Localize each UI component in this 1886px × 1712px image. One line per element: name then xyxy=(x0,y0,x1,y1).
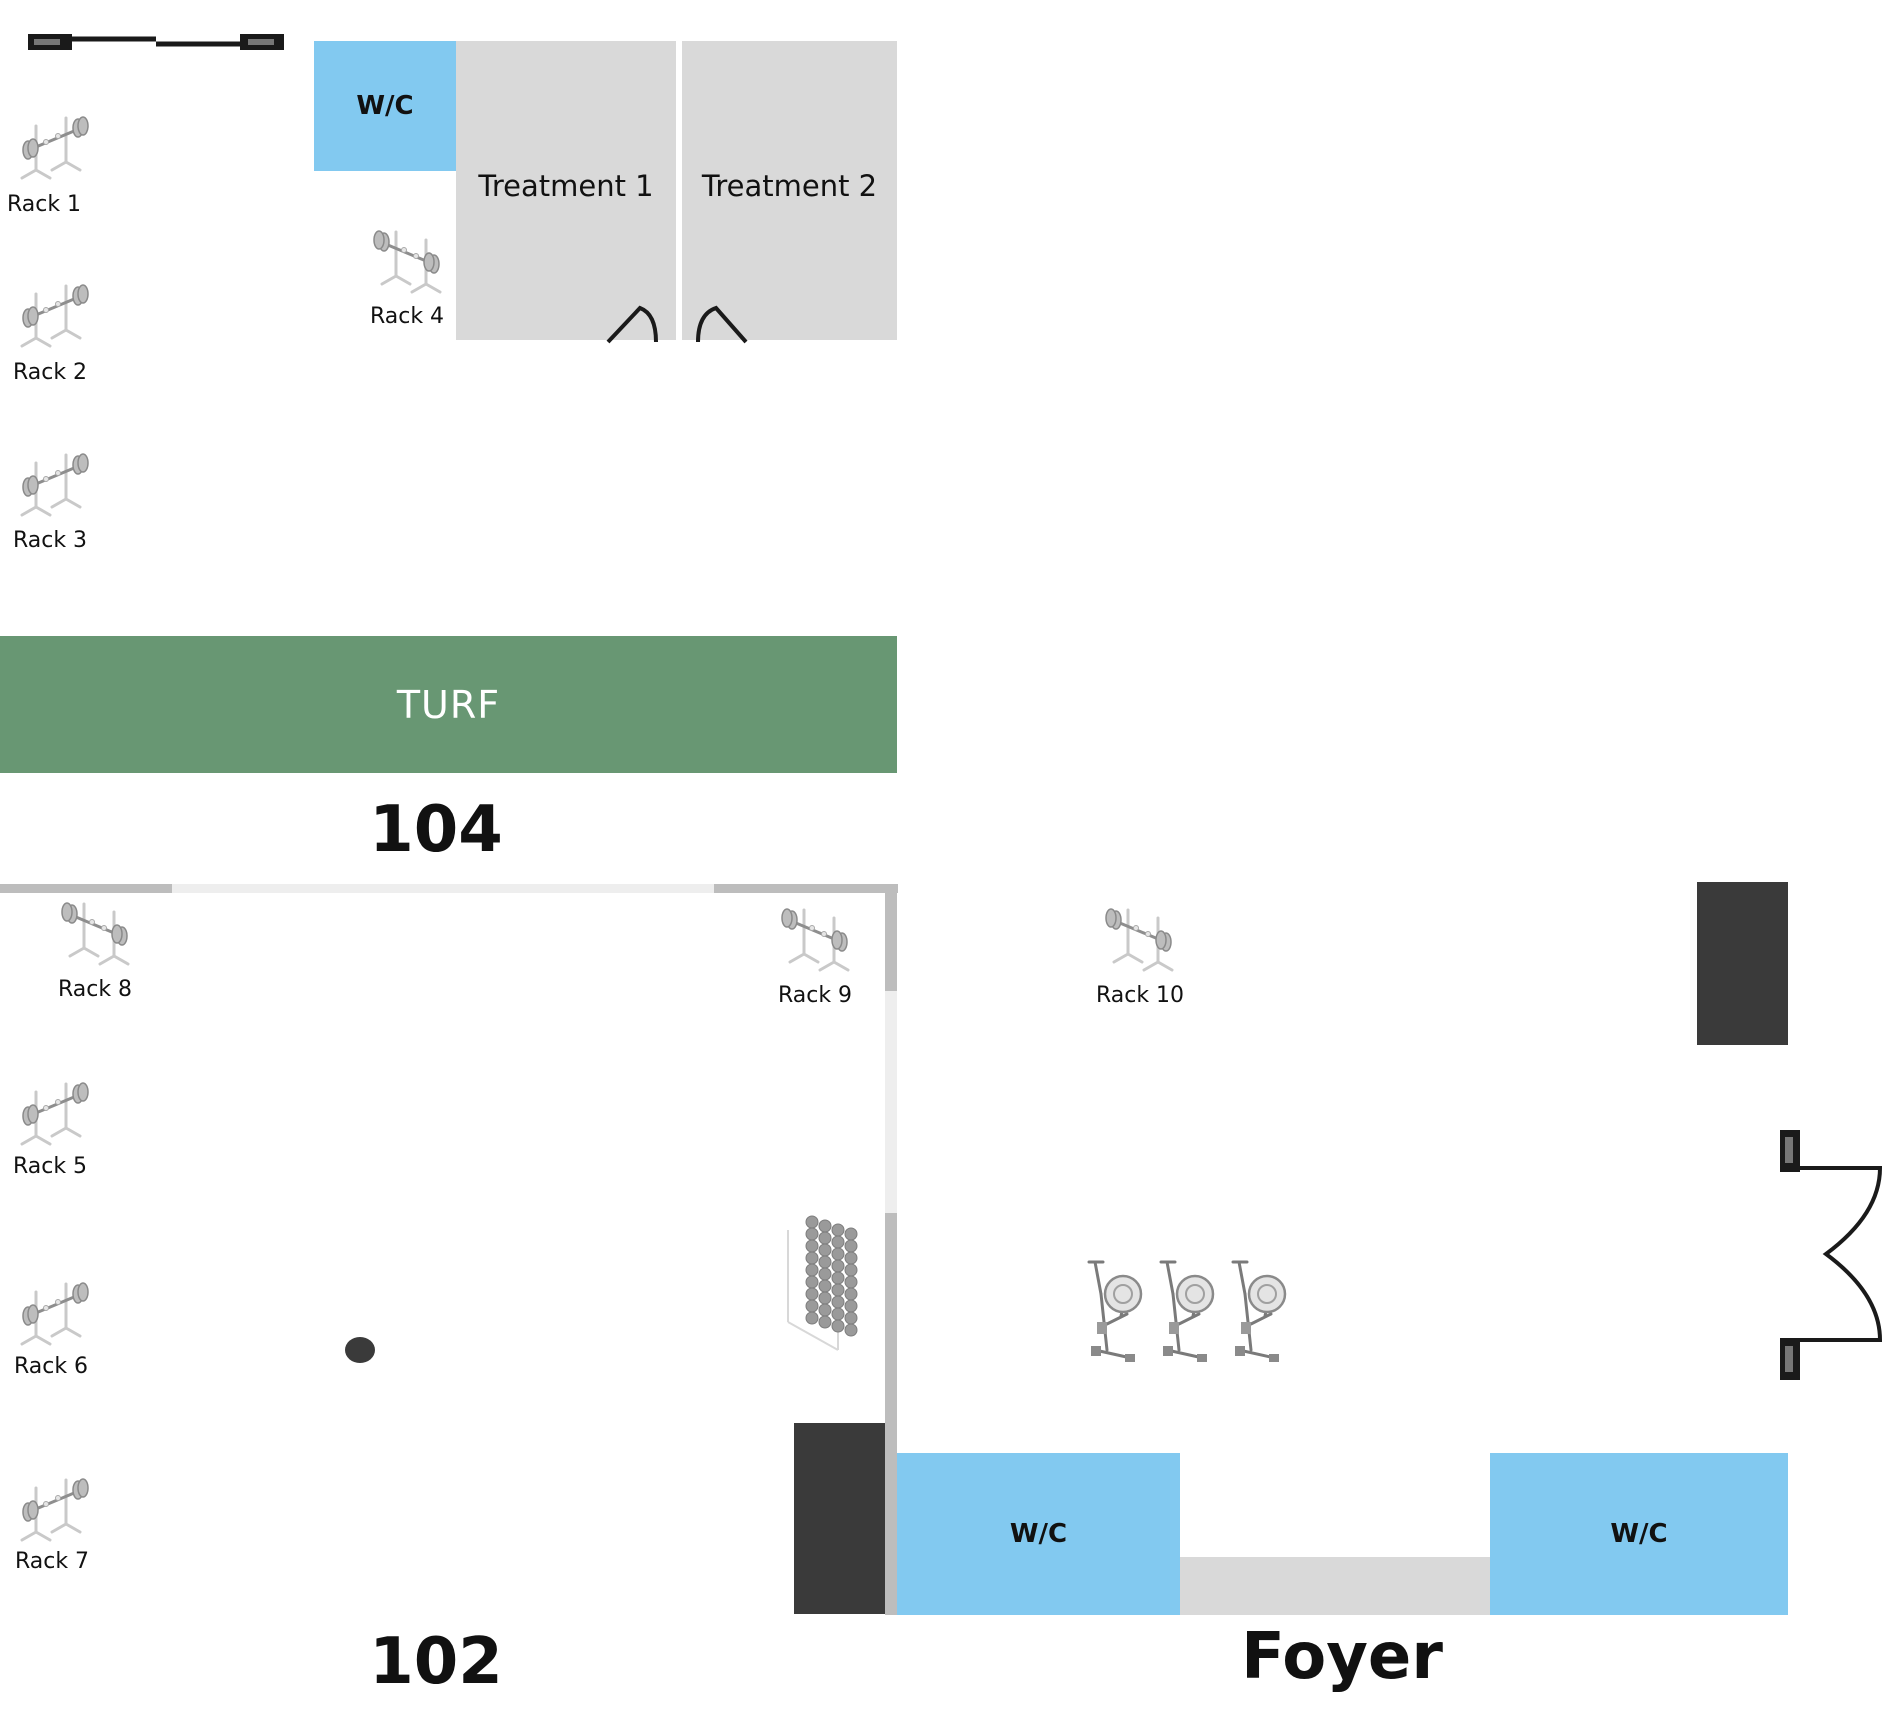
rack-5[interactable] xyxy=(14,1074,94,1154)
wall-right-opening xyxy=(885,991,897,1213)
pillar xyxy=(345,1337,375,1363)
squat-rack-icon xyxy=(14,108,94,188)
storage-block-102 xyxy=(794,1423,885,1614)
foyer-title: Foyer xyxy=(1241,1620,1443,1694)
wc-top: W/C xyxy=(314,41,456,171)
squat-rack-icon xyxy=(14,445,94,525)
room-104-title: 104 xyxy=(369,793,503,867)
exercise-bike-icon[interactable] xyxy=(1080,1254,1152,1364)
wall-top-left xyxy=(0,884,172,893)
rack-8-label: Rack 8 xyxy=(57,977,133,1002)
rack-4-label: Rack 4 xyxy=(369,304,445,329)
rack-5-label: Rack 5 xyxy=(12,1154,88,1179)
squat-rack-icon xyxy=(14,1470,94,1550)
rack-10-label: Rack 10 xyxy=(1095,983,1185,1008)
window-icon xyxy=(28,34,284,50)
squat-rack-icon xyxy=(56,894,136,974)
foyer-corridor xyxy=(1180,1557,1490,1615)
treatment-1-room: Treatment 1 xyxy=(456,41,676,340)
wall-right-upper xyxy=(885,884,897,991)
squat-rack-icon xyxy=(776,900,856,980)
rack-2[interactable] xyxy=(14,276,94,356)
turf-label: TURF xyxy=(396,682,501,727)
door-swing-icon xyxy=(606,305,658,344)
wc-top-label: W/C xyxy=(356,91,414,121)
door-swing-icon xyxy=(696,305,748,344)
treatment-2-label: Treatment 2 xyxy=(701,169,878,203)
wall-top-opening xyxy=(172,884,714,893)
turf-area: TURF xyxy=(0,636,897,773)
entrance-door-icon[interactable] xyxy=(1776,1128,1886,1382)
squat-rack-icon xyxy=(368,222,448,302)
wc-foyer-left: W/C xyxy=(897,1453,1180,1615)
wc-foyer-right: W/C xyxy=(1490,1453,1788,1615)
rack-7[interactable] xyxy=(14,1470,94,1550)
squat-rack-icon xyxy=(14,276,94,356)
wall-right-lower xyxy=(885,1213,897,1615)
rack-4[interactable] xyxy=(368,222,448,302)
rack-2-label: Rack 2 xyxy=(12,360,88,385)
rack-1[interactable] xyxy=(14,108,94,188)
rack-3[interactable] xyxy=(14,445,94,525)
wc-foyer-right-label: W/C xyxy=(1610,1519,1668,1549)
dumbbell-rack-icon[interactable] xyxy=(782,1212,878,1352)
squat-rack-icon xyxy=(14,1074,94,1154)
room-102-title: 102 xyxy=(369,1625,503,1699)
rack-10[interactable] xyxy=(1100,900,1180,980)
exercise-bike-icon[interactable] xyxy=(1224,1254,1296,1364)
treatment-2-room: Treatment 2 xyxy=(682,41,897,340)
wall-top-right xyxy=(714,884,898,893)
wc-foyer-left-label: W/C xyxy=(1009,1519,1068,1549)
squat-rack-icon xyxy=(14,1274,94,1354)
storage-block-foyer xyxy=(1697,882,1788,1045)
rack-6[interactable] xyxy=(14,1274,94,1354)
exercise-bike-icon[interactable] xyxy=(1152,1254,1224,1364)
rack-1-label: Rack 1 xyxy=(6,192,82,217)
rack-6-label: Rack 6 xyxy=(13,1354,89,1379)
rack-3-label: Rack 3 xyxy=(12,528,88,553)
rack-8[interactable] xyxy=(56,894,136,974)
rack-7-label: Rack 7 xyxy=(14,1549,90,1574)
rack-9-label: Rack 9 xyxy=(777,983,853,1008)
rack-9[interactable] xyxy=(776,900,856,980)
squat-rack-icon xyxy=(1100,900,1180,980)
treatment-1-label: Treatment 1 xyxy=(478,169,654,203)
